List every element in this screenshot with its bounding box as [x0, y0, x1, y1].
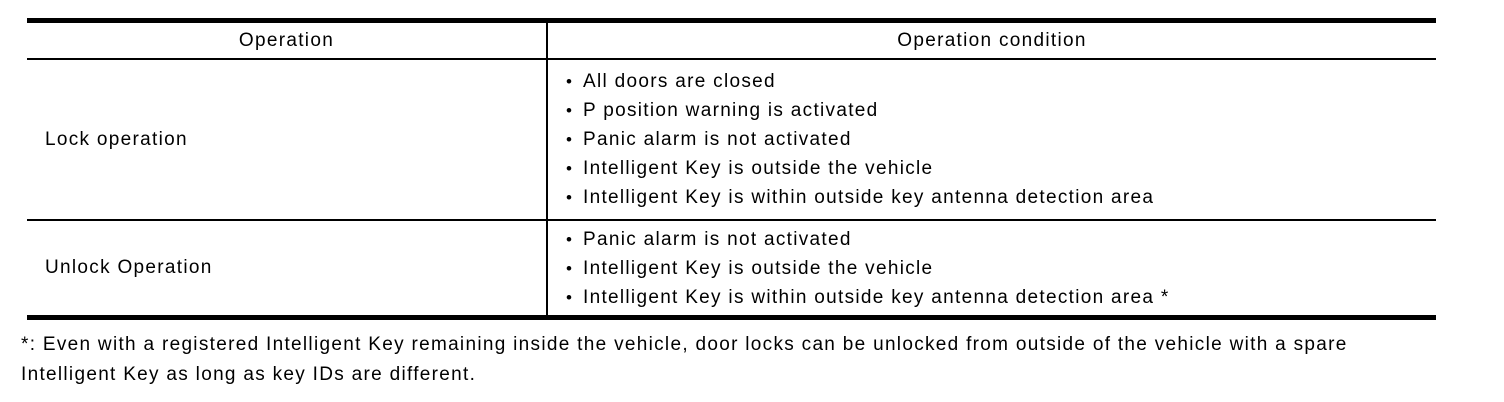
operation-condition-table: Operation Operation condition Lock opera… [27, 18, 1436, 320]
table-row-lock-operation: Lock operation • All doors are closed • P p… [27, 60, 1436, 221]
bullet-icon: • [566, 72, 572, 91]
bullet-icon: • [566, 229, 572, 249]
condition-list-lock: • All doors are closed • P position warning… [548, 67, 1436, 212]
condition-text: Intelligent Key is within outside key an… [583, 187, 1155, 208]
row-label-unlock-operation: Unlock Operation [45, 257, 213, 278]
table-row-unlock-operation: Unlock Operation • Panic alarm is not act… [27, 221, 1436, 315]
bullet-icon: • [566, 159, 572, 178]
condition-item: • Intelligent Key is within outside key a… [548, 183, 1436, 212]
condition-text: P position warning is activated [583, 100, 879, 121]
header-cell-operation: Operation [27, 23, 548, 58]
condition-list-unlock: • Panic alarm is not activated • Intelligen… [548, 225, 1436, 312]
header-cell-operation-condition: Operation condition [548, 23, 1436, 58]
footnote-line-2: Intelligent Key as long as key IDs are d… [21, 364, 477, 385]
cell-unlock-conditions: • Panic alarm is not activated • Intelligen… [548, 221, 1436, 315]
condition-text: Intelligent Key is within outside key an… [583, 286, 1170, 308]
condition-text: Intelligent Key is outside the vehicle [583, 257, 934, 279]
footnote-line-1: *: Even with a registered Intelligent Ke… [21, 334, 1348, 355]
condition-text: Panic alarm is not activated [583, 228, 852, 250]
footnote: *: Even with a registered Intelligent Ke… [21, 330, 1496, 390]
condition-item: • Intelligent Key is outside the vehicle [548, 254, 1436, 283]
bullet-icon: • [566, 287, 572, 307]
condition-text: Intelligent Key is outside the vehicle [583, 158, 934, 179]
condition-item: • All doors are closed [548, 67, 1436, 96]
condition-item: • P position warning is activated [548, 96, 1436, 125]
cell-unlock-operation: Unlock Operation [27, 221, 548, 315]
condition-item: • Intelligent Key is outside the vehicle [548, 154, 1436, 183]
bullet-icon: • [566, 130, 572, 149]
column-header-operation-condition: Operation condition [897, 29, 1087, 51]
cell-lock-operation: Lock operation [27, 60, 548, 219]
cell-lock-conditions: • All doors are closed • P position warning… [548, 60, 1436, 219]
row-label-lock-operation: Lock operation [45, 128, 188, 150]
condition-item: • Panic alarm is not activated [548, 225, 1436, 254]
table-header-row: Operation Operation condition [27, 23, 1436, 60]
condition-item: • Panic alarm is not activated [548, 125, 1436, 154]
condition-item: • Intelligent Key is within outside key a… [548, 283, 1436, 312]
bullet-icon: • [566, 188, 572, 207]
column-header-operation: Operation [238, 29, 335, 51]
bullet-icon: • [566, 101, 572, 120]
condition-text: All doors are closed [583, 71, 776, 92]
condition-text: Panic alarm is not activated [583, 129, 852, 150]
bullet-icon: • [566, 258, 572, 278]
